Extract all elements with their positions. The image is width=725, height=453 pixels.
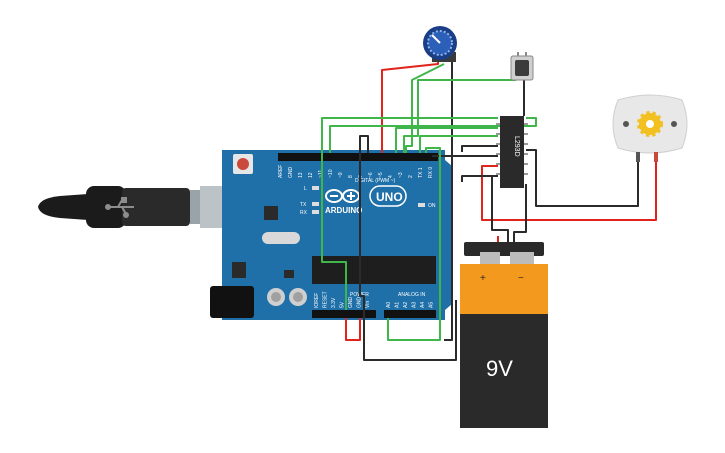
pin-label: Vin (365, 301, 371, 308)
analog-pin-label: A2 (403, 302, 409, 308)
wire-black (461, 145, 498, 152)
analog-pin-label: A0 (386, 302, 392, 308)
l293d-chip[interactable]: L293D (496, 116, 528, 188)
analog-pin-label: A1 (395, 302, 401, 308)
uno-label: UNO (376, 190, 403, 204)
pin-label: 8 (348, 175, 354, 178)
wire-green (329, 117, 537, 153)
pin-label: IOREF (314, 293, 320, 308)
pin-label: ~9 (338, 172, 344, 178)
power-jack (210, 286, 254, 318)
atmega-chip (312, 256, 436, 284)
led-l (312, 186, 319, 190)
led-label-tx: TX (300, 202, 307, 208)
pin-label: 2 (408, 175, 414, 178)
gear-icon (637, 111, 663, 137)
pin-label: RX 0 (428, 167, 434, 178)
arduino-brand: ARDUINO (325, 206, 362, 215)
battery-minus: − (518, 273, 524, 284)
battery-label: 9V (486, 356, 513, 381)
analog-label: ANALOG IN (398, 292, 426, 298)
ic-label: L293D (513, 136, 520, 157)
analog-pin-label: A4 (420, 302, 426, 308)
pin-label: RESET (323, 291, 329, 308)
led-label-l: L (304, 186, 307, 192)
battery-plus: + (480, 273, 486, 284)
wire-green (387, 147, 441, 341)
pin-label: ~6 (368, 172, 374, 178)
dc-motor[interactable] (612, 94, 688, 162)
uno-badge (369, 185, 407, 207)
pin-label: ~3 (398, 172, 404, 178)
wire-black (461, 175, 498, 182)
usb-cable[interactable] (38, 186, 248, 228)
pin-label: GND (288, 167, 294, 179)
wire-red (481, 160, 657, 221)
pin-label: 13 (298, 172, 304, 178)
wires (321, 56, 657, 361)
digital-header[interactable] (278, 153, 438, 161)
wire-black (526, 149, 639, 207)
pin-label: ~5 (378, 172, 384, 178)
pin-label: GND (348, 297, 354, 309)
pin-label: 3.3V (331, 297, 337, 308)
on-label: ON (428, 203, 436, 209)
push-button[interactable] (510, 52, 534, 81)
analog-header[interactable] (384, 310, 436, 318)
usb-icon (105, 197, 134, 218)
led-label-rx: RX (300, 210, 308, 216)
wire-green (395, 127, 498, 153)
pin-label: ~10 (328, 169, 334, 178)
analog-pin-label: A5 (429, 302, 435, 308)
pin-label: 12 (308, 172, 314, 178)
led-on (418, 203, 425, 207)
led-tx (312, 202, 319, 206)
pin-label: AREF (278, 165, 284, 178)
wire-black (513, 184, 527, 248)
analog-pin-label: A3 (412, 302, 418, 308)
wire-black (444, 56, 453, 341)
pin-label: 5V (340, 301, 346, 308)
digital-label: DIGITAL (PWM ~) (355, 178, 395, 184)
pin-label: GND (357, 297, 363, 309)
wire-green (403, 79, 516, 153)
wire-green (321, 117, 498, 310)
led-rx (312, 210, 319, 214)
pin-label: TX 1 (418, 167, 424, 178)
wire-black (359, 135, 457, 361)
battery-9v[interactable]: + − 9V (460, 242, 548, 428)
potentiometer[interactable] (423, 26, 457, 62)
pin-label: 4 (388, 175, 394, 178)
wire-green (419, 135, 498, 153)
wire-green (405, 63, 445, 153)
crystal-oscillator (262, 232, 300, 244)
wire-red (345, 318, 361, 341)
power-header[interactable] (312, 310, 376, 318)
